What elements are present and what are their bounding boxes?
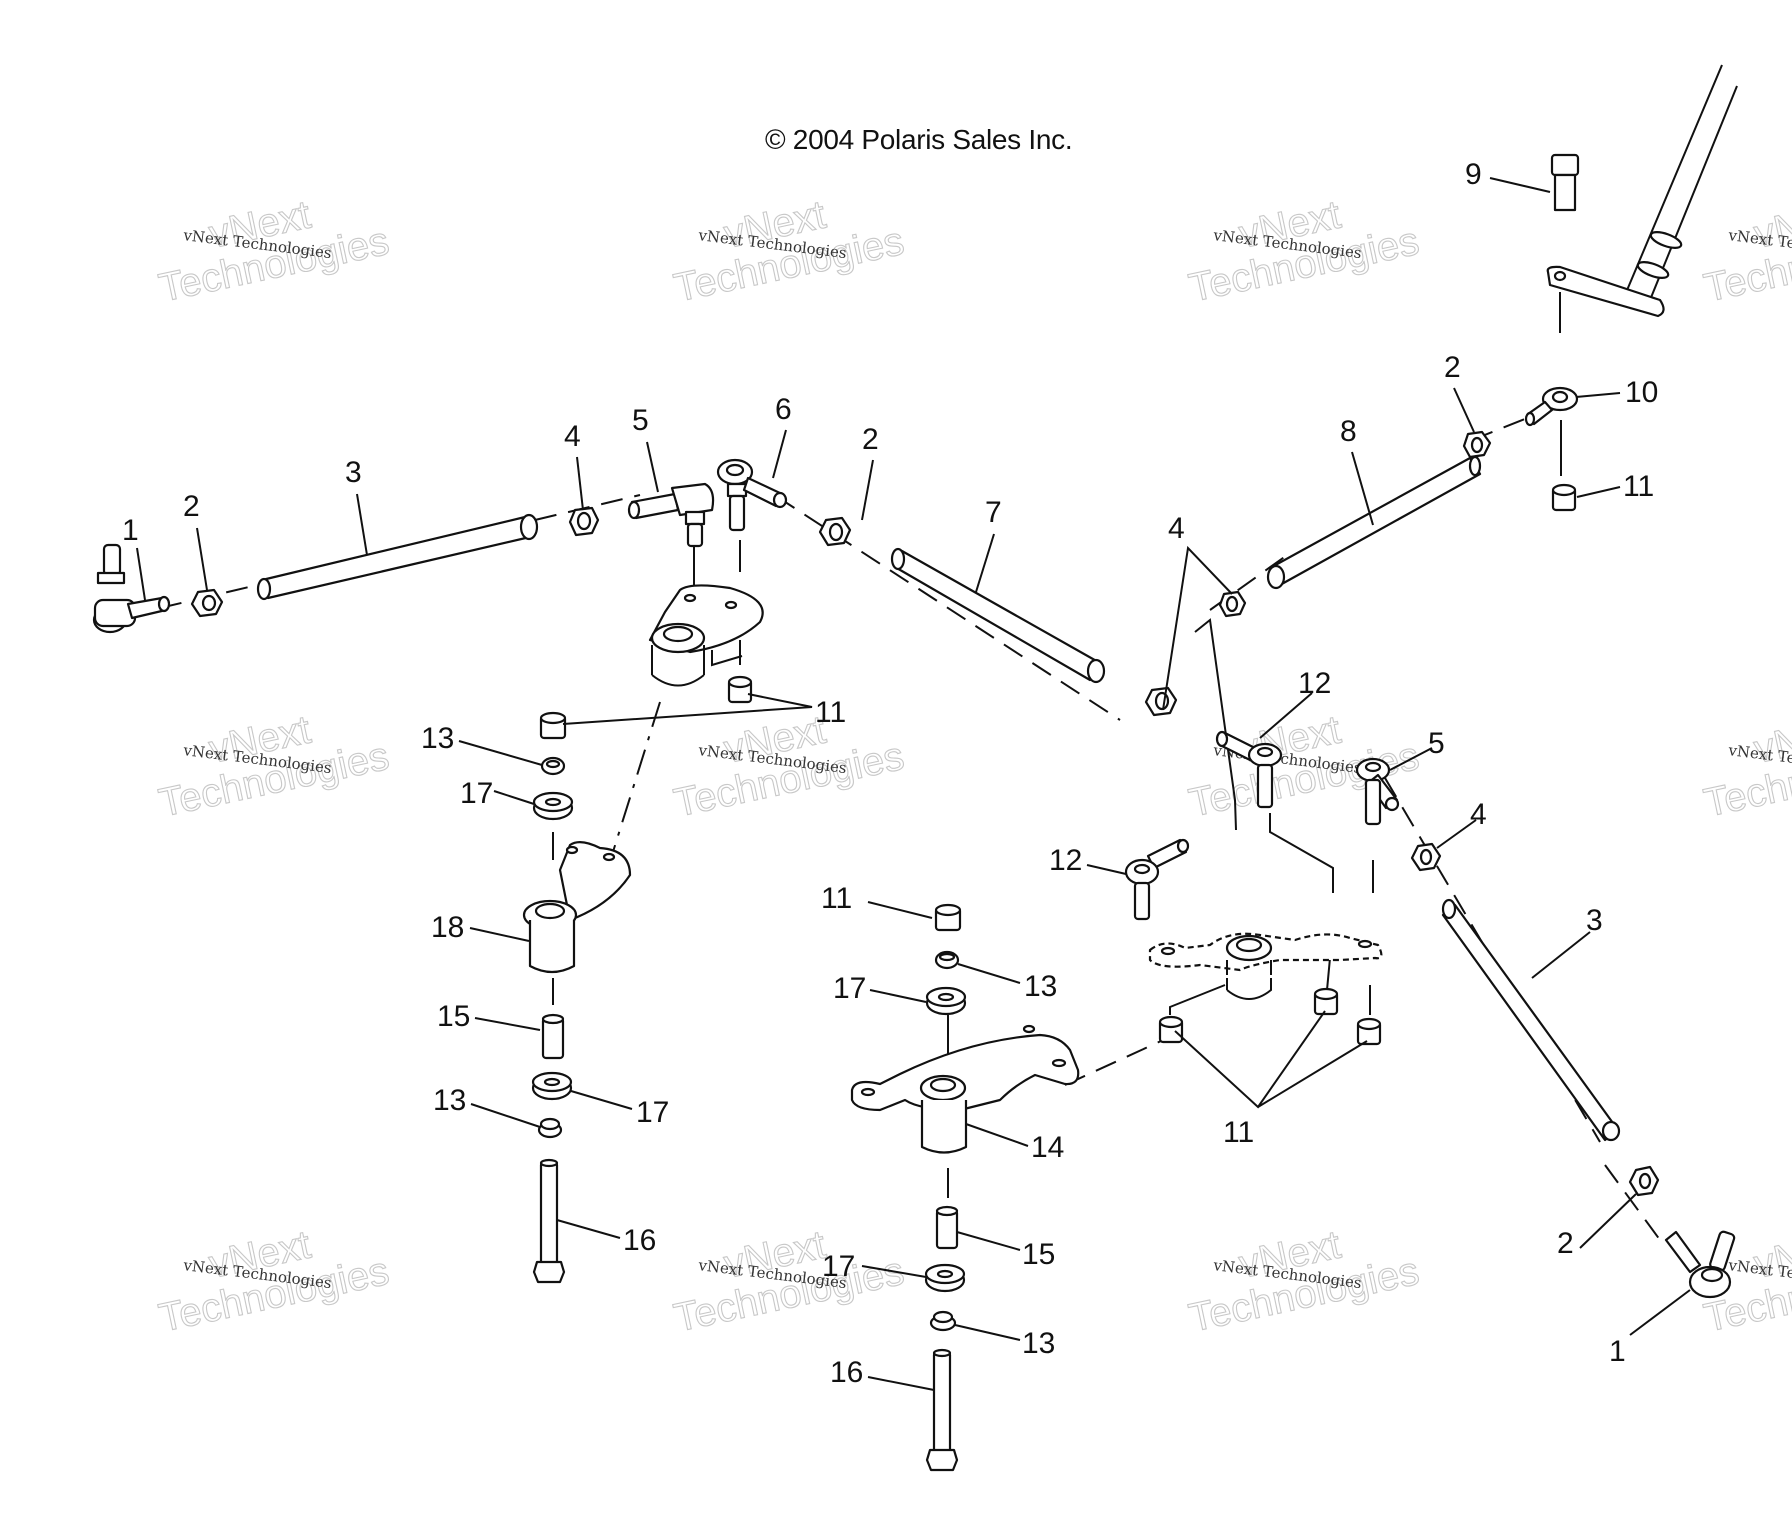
lock-nut-11d (934, 903, 962, 932)
washer-17c (925, 986, 967, 1016)
callout-1: 1 (1609, 1335, 1626, 1368)
bolt-16a (532, 1158, 566, 1284)
rod-end-5b (1355, 757, 1400, 826)
lock-nut-11c (539, 711, 567, 740)
callout-4: 4 (1168, 512, 1185, 545)
callout-2: 2 (862, 423, 879, 456)
lock-nut-11a (1551, 483, 1577, 512)
watermark: vNext Technologies (670, 192, 909, 311)
callout-1: 1 (122, 514, 139, 547)
rod-end-10 (1524, 386, 1579, 427)
spacer-15b (935, 1205, 959, 1250)
callout-13: 13 (421, 722, 454, 755)
callout-11: 11 (821, 882, 852, 915)
callout-13: 13 (433, 1084, 466, 1117)
callout-17: 17 (636, 1096, 669, 1129)
callout-10: 10 (1625, 376, 1658, 409)
callout-4: 4 (1470, 798, 1487, 831)
jam-nut-2c (1462, 430, 1492, 459)
jam-nut-2b (818, 516, 852, 547)
callout-12: 12 (1049, 844, 1082, 877)
bushing-13d (929, 1310, 957, 1332)
callout-15: 15 (1022, 1238, 1055, 1271)
jam-nut-4a (568, 506, 600, 537)
assembly-line-11a (1169, 984, 1226, 1015)
callout-3: 3 (1586, 904, 1603, 937)
rod-end-12a (1215, 730, 1283, 809)
bushing-13b (537, 1117, 563, 1139)
callout-13: 13 (1024, 970, 1057, 1003)
callout-7: 7 (985, 496, 1002, 529)
bolt-9 (1550, 153, 1580, 212)
tie-rod-8 (1266, 455, 1482, 590)
assembly-line-4b (1194, 618, 1237, 831)
jam-nut-4c (1218, 590, 1247, 618)
callout-5: 5 (1428, 727, 1445, 760)
steering-post (1546, 64, 1738, 318)
assembly-line-12 (1269, 813, 1334, 893)
tie-rod-end-right (1664, 1230, 1736, 1299)
steering-arm-upper-left (648, 584, 764, 687)
callout-12: 12 (1298, 667, 1331, 700)
bushing-13a (540, 756, 566, 776)
bolt-16b (925, 1348, 959, 1472)
steering-arm-14 (850, 1024, 1080, 1154)
jam-nut-4b (1144, 686, 1178, 717)
washer-17d (924, 1263, 966, 1293)
callout-17: 17 (833, 972, 866, 1005)
callout-18: 18 (431, 911, 464, 944)
assembly-line-right2 (1604, 1164, 1661, 1241)
callout-4: 4 (564, 420, 581, 453)
callouts: 1 2 3 4 5 6 2 7 4 8 2 10 11 9 12 5 4 12 … (122, 158, 1658, 1389)
callout-2: 2 (1444, 351, 1461, 384)
rod-end-12b (1124, 838, 1190, 921)
callout-13: 13 (1022, 1327, 1055, 1360)
callout-9: 9 (1465, 158, 1482, 191)
jam-nut-2d (1628, 1165, 1660, 1197)
callout-16: 16 (830, 1356, 863, 1389)
callout-17: 17 (460, 777, 493, 810)
jam-nut-4d (1410, 842, 1442, 872)
tie-rod-end-left (92, 543, 171, 634)
callout-11: 11 (1223, 1116, 1254, 1149)
callout-11: 11 (815, 696, 846, 729)
assembly-line-bracket (611, 701, 661, 856)
jam-nut-left (190, 588, 224, 618)
washer-17b (531, 1071, 573, 1101)
spacer-15a (541, 1013, 565, 1060)
tie-rod-7 (890, 547, 1106, 684)
callout-14: 14 (1031, 1131, 1064, 1164)
lock-nut-11g (1356, 1017, 1382, 1046)
callout-15: 15 (437, 1000, 470, 1033)
washer-17a (532, 791, 574, 821)
lock-nut-11b (727, 675, 753, 704)
callout-11: 11 (1623, 470, 1654, 503)
callout-16: 16 (623, 1224, 656, 1257)
assembly-line-11b (1326, 957, 1331, 991)
lock-nut-11f (1313, 987, 1339, 1016)
rod-end-6 (716, 458, 788, 532)
callout-2: 2 (183, 490, 200, 523)
callout-5: 5 (632, 404, 649, 437)
tie-rod-left (256, 513, 539, 601)
steering-arm-18 (522, 841, 632, 974)
lock-nut-11e (1158, 1015, 1184, 1044)
copyright-notice: © 2004 Polaris Sales Inc. (765, 124, 1073, 155)
callout-17: 17 (822, 1250, 855, 1283)
parts (92, 64, 1738, 1472)
callout-3: 3 (345, 456, 362, 489)
steering-arm-lower-right (1148, 932, 1383, 1000)
leader-lines (136, 177, 1691, 1391)
callout-8: 8 (1340, 415, 1357, 448)
watermarks: vNext Technologies vNext Technologies vN… (155, 192, 1792, 1341)
tie-rod-right (1441, 898, 1621, 1142)
callout-6: 6 (775, 393, 792, 426)
callout-2: 2 (1557, 1227, 1574, 1260)
rod-end-5a (627, 482, 715, 548)
bushing-13c (934, 950, 960, 970)
